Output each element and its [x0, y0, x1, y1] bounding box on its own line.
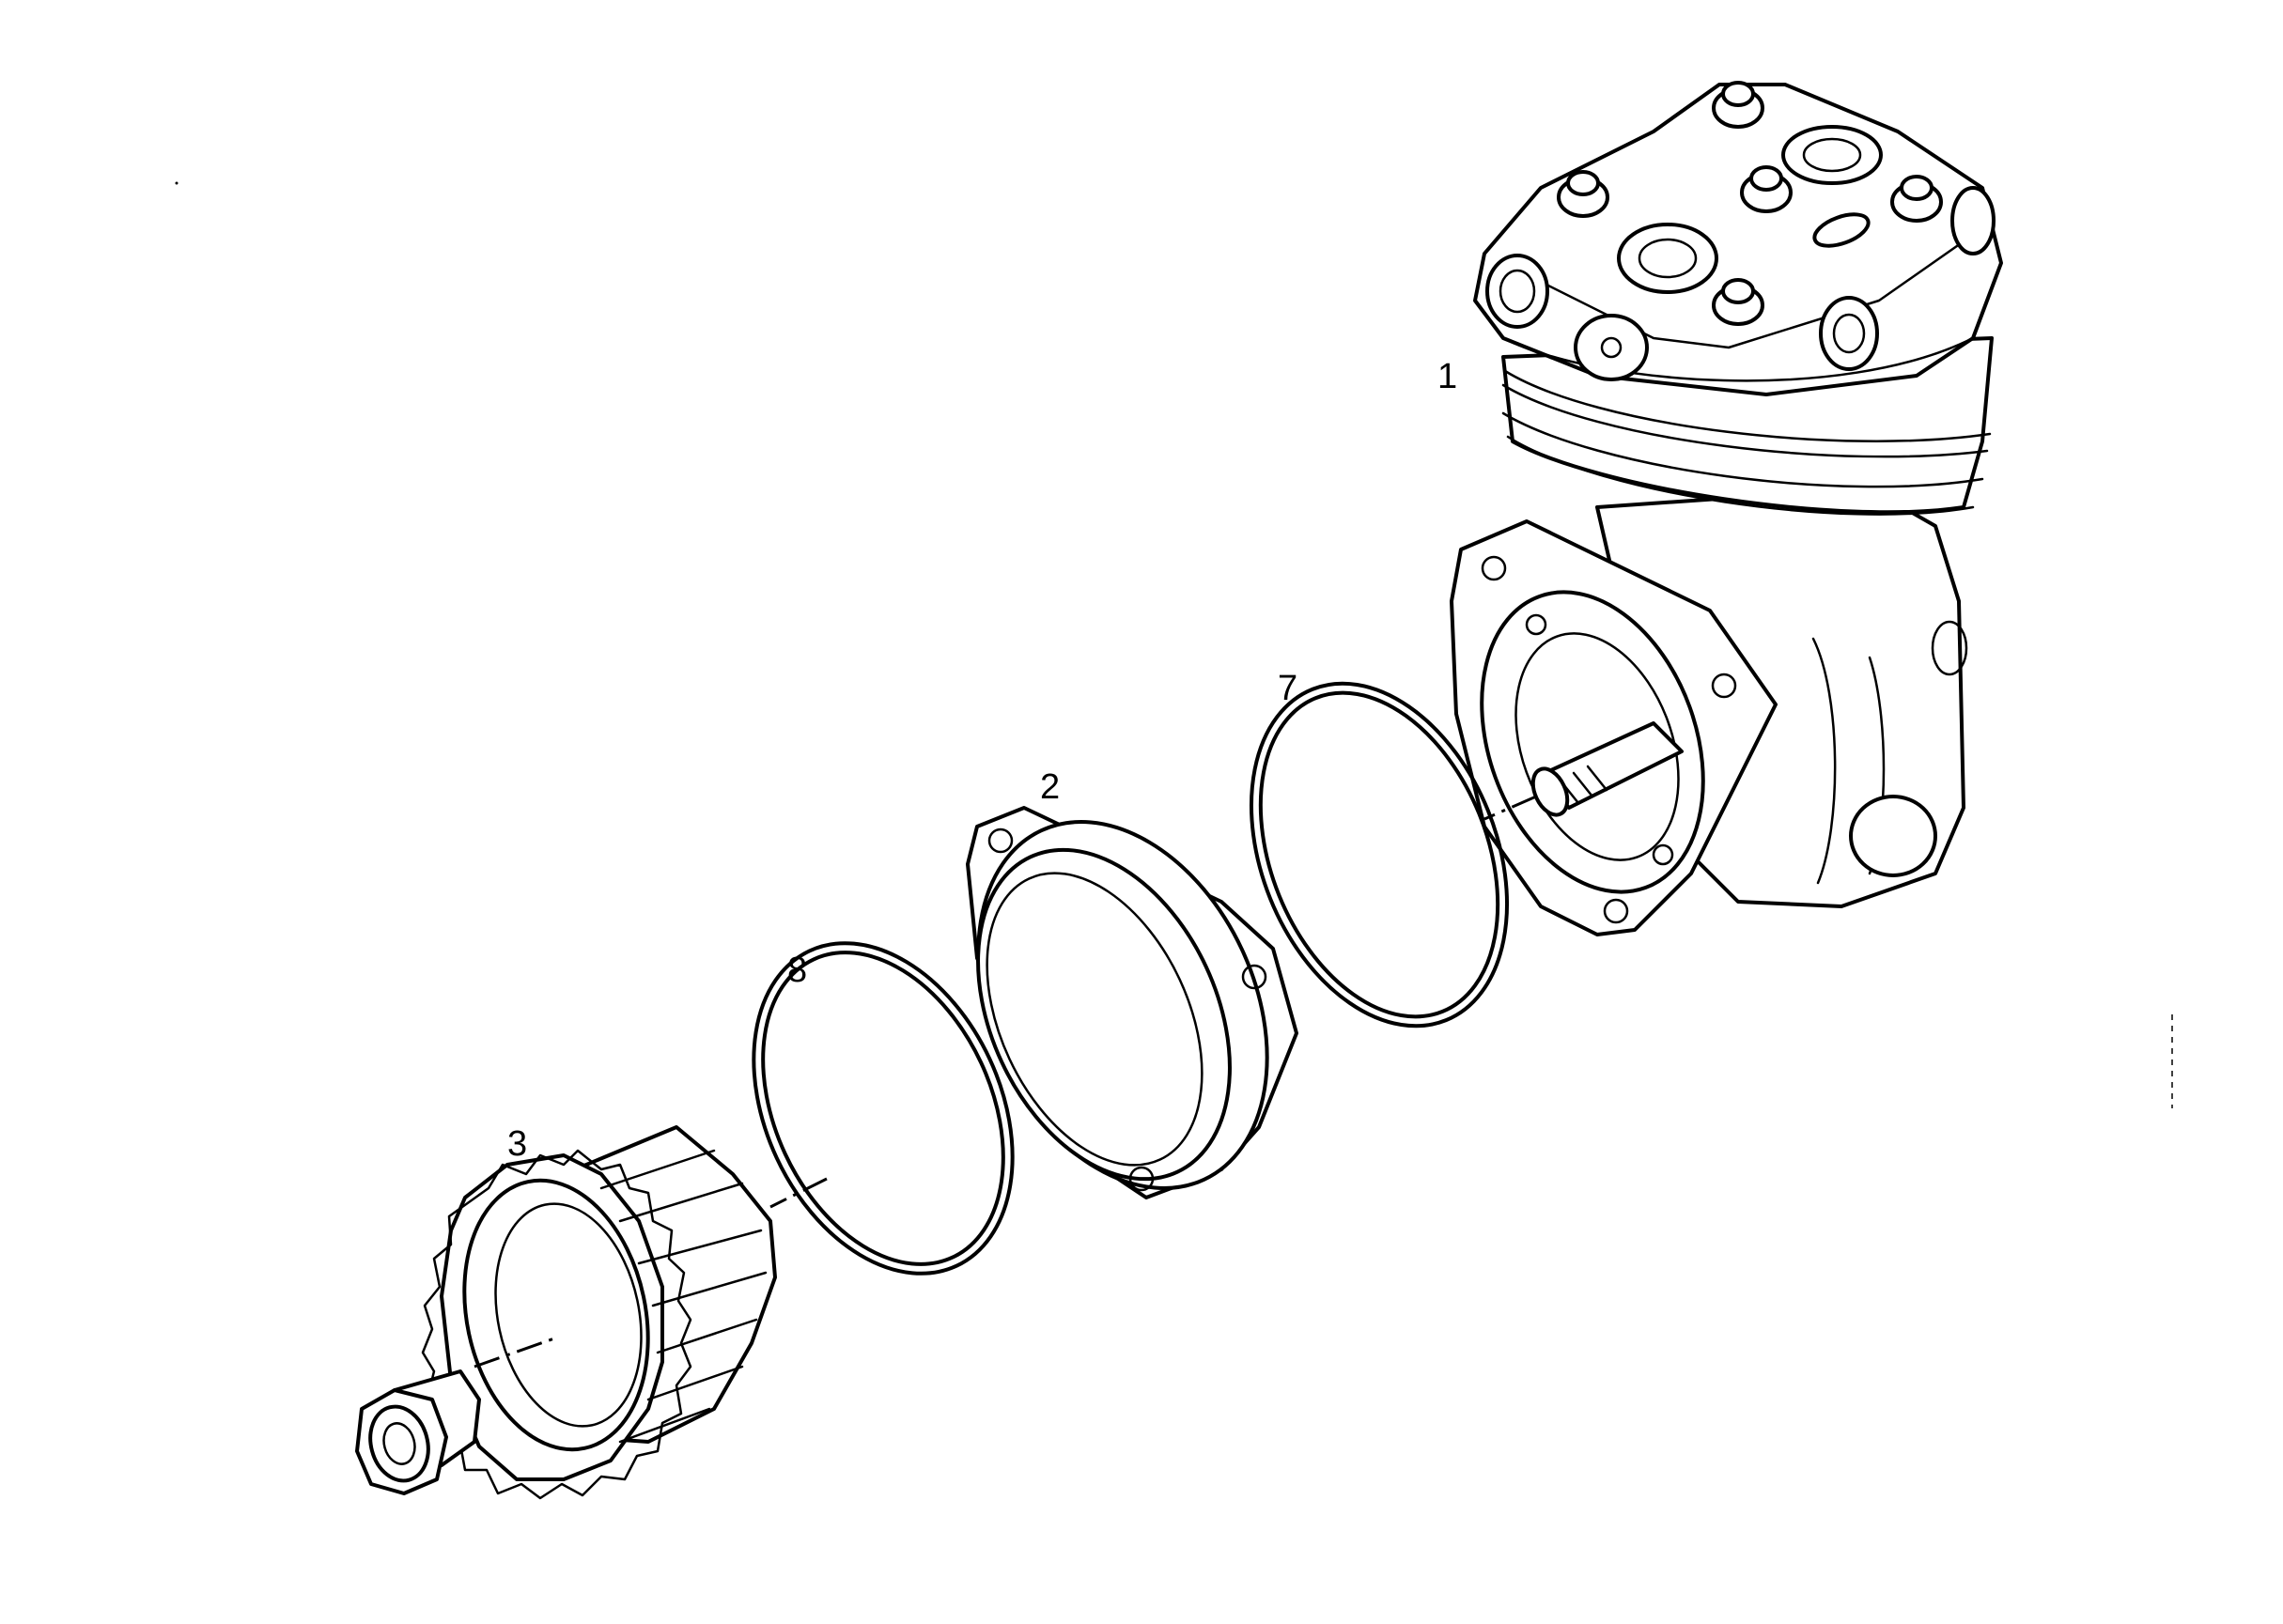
callout-8: 8 — [787, 951, 807, 990]
callout-7: 7 — [1278, 669, 1297, 708]
scan-dot — [175, 181, 179, 185]
callout-1: 1 — [1437, 357, 1457, 396]
hex-nut — [355, 1369, 481, 1495]
assembly-axis-line — [1483, 795, 1537, 821]
drive-gear-3 — [421, 1125, 777, 1500]
assembly-axis-line — [474, 1337, 555, 1369]
callout-3: 3 — [507, 1124, 527, 1164]
o-ring-7 — [1249, 681, 1510, 1029]
assembly-axis-line — [769, 1177, 828, 1209]
callout-2: 2 — [1040, 767, 1060, 807]
o-ring-8 — [752, 941, 1015, 1276]
adapter-flange-2 — [966, 806, 1298, 1199]
air-compressor — [1450, 81, 2003, 936]
